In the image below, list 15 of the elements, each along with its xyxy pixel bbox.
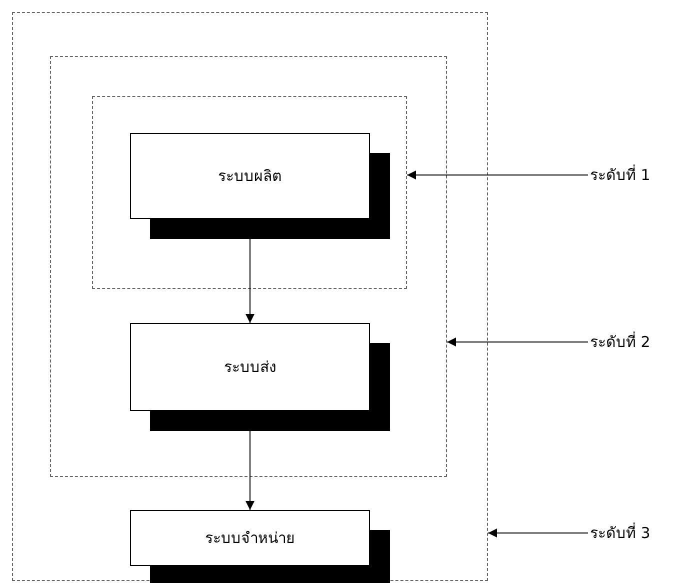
level-boundary [92,96,407,289]
system-box [130,133,370,219]
level-boundary [50,56,447,477]
arrow [406,170,588,180]
system-name: ระบบส่ง [224,357,276,378]
level-label: ระดับที่ 3 [590,522,650,544]
level-label: ระดับที่ 2 [590,330,650,353]
system-name: ระบบผลิต [218,166,282,187]
arrow [446,338,588,346]
level-label: ระดับที่ 1 [590,164,650,186]
arrow [488,528,588,538]
level-boundary [12,12,488,581]
system-box [130,510,370,566]
system-box [130,323,370,411]
system-name: ระบบจำหน่าย [205,528,295,549]
